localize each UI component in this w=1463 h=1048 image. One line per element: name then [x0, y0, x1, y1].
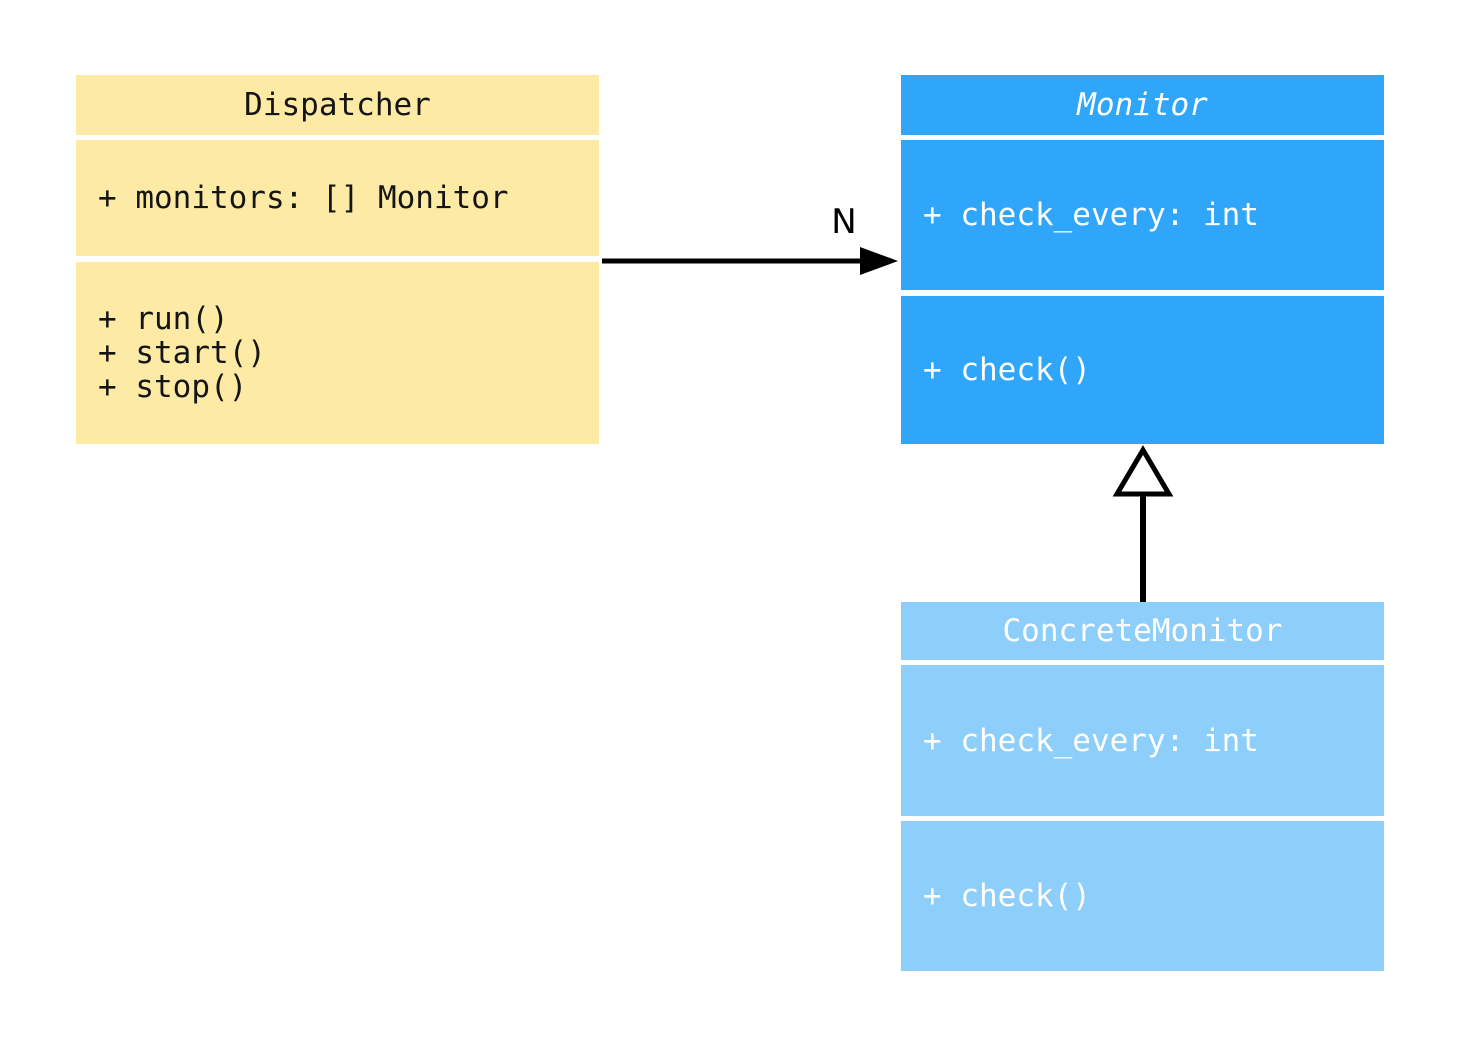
attribute-line: + monitors: [] Monitor: [98, 180, 509, 216]
inheritance-triangle-icon: [1112, 445, 1174, 497]
class-attributes-concretemonitor: + check_every: int: [901, 665, 1384, 816]
class-box-concretemonitor: ConcreteMonitor + check_every: int + che…: [901, 602, 1384, 971]
attribute-line: + check_every: int: [923, 197, 1259, 233]
class-title-dispatcher: Dispatcher: [76, 75, 599, 135]
class-methods-concretemonitor: + check(): [901, 821, 1384, 971]
association-dispatcher-monitor: [602, 247, 898, 275]
class-title-concretemonitor: ConcreteMonitor: [901, 602, 1384, 660]
association-arrowhead-icon: [860, 247, 898, 275]
method-line: + start(): [98, 335, 266, 371]
attribute-line: + check_every: int: [923, 722, 1259, 759]
association-multiplicity-label: N: [831, 202, 857, 242]
class-methods-dispatcher: + run() + start() + stop(): [76, 262, 599, 444]
class-title-monitor: Monitor: [901, 75, 1384, 135]
method-line: + check(): [923, 352, 1091, 388]
method-line: + stop(): [98, 369, 248, 405]
class-methods-monitor: + check(): [901, 296, 1384, 444]
class-box-dispatcher: Dispatcher + monitors: [] Monitor + run(…: [76, 75, 599, 444]
class-attributes-monitor: + check_every: int: [901, 140, 1384, 290]
method-line: + run(): [98, 301, 229, 337]
class-attributes-dispatcher: + monitors: [] Monitor: [76, 140, 599, 256]
inheritance-concretemonitor-monitor: [1112, 445, 1174, 602]
method-line: + check(): [923, 878, 1091, 914]
class-box-monitor: Monitor + check_every: int + check(): [901, 75, 1384, 444]
